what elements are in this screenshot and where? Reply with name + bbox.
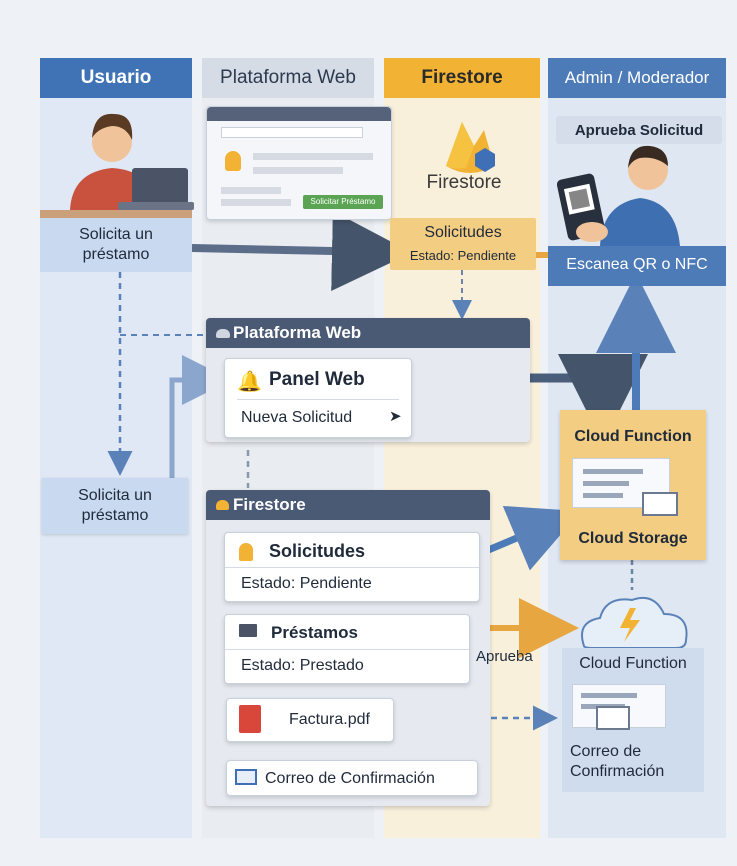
firestore-mini-icon xyxy=(225,151,241,171)
firestore-solicitudes-title: Solicitudes xyxy=(424,224,502,241)
solicitudes-state: Estado: Pendiente xyxy=(241,575,372,592)
panel-firestore-title: Firestore xyxy=(233,495,306,514)
panel-plataforma-web-title: Plataforma Web xyxy=(233,323,362,342)
user-request-box-bottom xyxy=(42,478,188,534)
lane-firestore-header: Firestore xyxy=(384,58,540,98)
monitor-icon xyxy=(239,624,257,637)
confirmation-label: Correo de Confirmación xyxy=(265,770,435,787)
cloud-function-bottom-label: Cloud Function xyxy=(579,655,687,672)
invoice-label: Factura.pdf xyxy=(289,711,370,728)
panel-firestore-header: Firestore xyxy=(206,490,490,520)
scan-box xyxy=(548,246,726,286)
firestore-solicitudes-box xyxy=(390,218,536,270)
lane-admin-header: Admin / Moderador xyxy=(548,58,726,98)
firestore-solicitudes-state: Estado: Pendiente xyxy=(409,248,517,263)
panel-web-title: Panel Web xyxy=(269,369,365,390)
firestore-header-icon xyxy=(216,500,229,510)
confirmation-card[interactable]: Correo de Confirmación xyxy=(226,760,478,796)
prestamos-state: Estado: Prestado xyxy=(241,657,364,674)
bell-icon: 🔔 xyxy=(237,371,262,393)
cloud-function-top-label: Cloud Function xyxy=(574,428,692,445)
arrow-request-to-firestore xyxy=(191,210,412,291)
lane-usuario-header: Usuario xyxy=(40,58,192,98)
browser-bar xyxy=(207,107,391,121)
user-request-label-top: Solicita un préstamo xyxy=(79,226,153,263)
user-request-box-top xyxy=(40,218,192,272)
approve-title: Aprueba Solicitud xyxy=(574,122,704,139)
panel-web-divider xyxy=(237,399,399,400)
firestore-small-icon xyxy=(239,543,253,561)
mock-line xyxy=(221,199,291,206)
edge-label-aprueba: Aprueba xyxy=(476,648,533,665)
invoice-card[interactable]: Factura.pdf xyxy=(226,698,394,742)
panel-plataforma-web-header: Plataforma Web xyxy=(206,318,530,348)
mock-line xyxy=(253,167,343,174)
user-request-label-bottom: Solicita un préstamo xyxy=(78,487,152,524)
arrow-usuario-to-panel xyxy=(169,355,232,478)
solicitudes-card[interactable]: Solicitudes Estado: Pendiente xyxy=(224,532,480,602)
lane-plataforma-header: Plataforma Web xyxy=(202,58,374,98)
mock-line xyxy=(253,153,373,160)
firestore-logo-label: Firestore xyxy=(426,172,502,193)
mail-confirmation-label: Correo de Confirmación xyxy=(570,743,665,780)
cursor-icon: ➤ xyxy=(389,408,402,425)
browser-url xyxy=(221,127,363,138)
approve-title-box xyxy=(556,116,722,144)
cloud-storage-label: Cloud Storage xyxy=(578,530,688,547)
mock-line xyxy=(221,187,281,194)
prestamos-divider xyxy=(225,649,469,650)
cloud-icon xyxy=(216,328,230,338)
scan-label: Escanea QR o NFC xyxy=(566,256,708,273)
pdf-file-icon xyxy=(239,705,261,733)
mail-envelope-icon xyxy=(596,706,630,730)
mail-icon xyxy=(235,769,257,785)
prestamos-title: Préstamos xyxy=(271,623,358,642)
panel-web-card[interactable]: 🔔 Panel Web Nueva Solicitud ➤ xyxy=(224,358,412,438)
panel-web-subtitle: Nueva Solicitud xyxy=(241,409,353,426)
storage-mail-icon xyxy=(642,492,678,516)
prestamos-card[interactable]: Préstamos Estado: Prestado xyxy=(224,614,470,684)
mock-request-button: Solicitar Préstamo xyxy=(303,195,383,209)
solicitudes-divider xyxy=(225,567,479,568)
browser-mockup-icon: Solicitar Préstamo xyxy=(206,106,392,220)
solicitudes-title: Solicitudes xyxy=(269,541,366,561)
